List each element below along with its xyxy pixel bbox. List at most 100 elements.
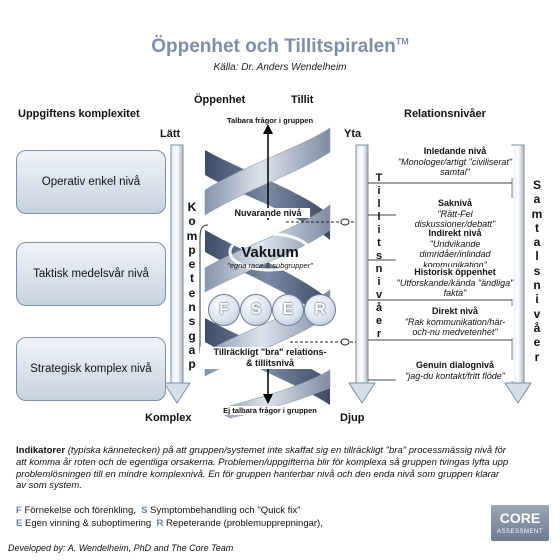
bottom-question-label: Ej talbara frågor i gruppen	[210, 406, 330, 415]
kompetensgap-letter: a	[188, 342, 196, 357]
legend-text-f: Förnekelse och förenkling,	[24, 505, 136, 516]
kompetensgap-letter: m	[186, 228, 198, 243]
legend-text-e: Egen vinning & suboptimering	[24, 518, 152, 529]
samtalsnivaer-letter: m	[531, 206, 543, 221]
top-question-label: Talbara frågor i gruppen	[210, 116, 330, 125]
relation-name: Historisk öppenhet	[414, 267, 496, 277]
relation-name: Direkt nivå	[431, 306, 479, 316]
relation-name: Indirekt nivå	[428, 228, 482, 238]
logo-sub-text: ASSESSMENT	[496, 529, 543, 535]
samtalsnivaer-letter: a	[533, 235, 541, 250]
tillitsnivaer-letter: å	[375, 302, 383, 314]
openness-header: Öppenhet	[194, 94, 246, 106]
samtalsnivaer-letter: e	[533, 335, 541, 350]
sufficient-level-label: Tillräckligt "bra" relations- & tillitsn…	[200, 347, 340, 369]
complex-label: Komplex	[145, 412, 192, 424]
complexity-arrow	[163, 144, 191, 404]
samtalsnivaer-letter: å	[533, 320, 541, 335]
legend-text-r: Repeterande (problemupprepningar),	[166, 518, 323, 529]
relation-name: Saknivå	[437, 198, 473, 208]
tillitsnivaer-letter: e	[375, 315, 383, 327]
kompetensgap-letter: p	[188, 242, 196, 257]
kompetensgap-letter: e	[188, 285, 196, 300]
kompetensgap-letter: e	[188, 257, 196, 272]
kompetensgap-letter: n	[188, 300, 196, 315]
legend-row-2: E Egen vinning & suboptimering R Repeter…	[16, 518, 323, 529]
left-header: Uppgiftens komplexitet	[18, 108, 140, 120]
samtalsnivaer-letter: S	[532, 178, 541, 192]
relation-quote: "Utforskande/kända "ändliga" fakta"	[396, 277, 514, 299]
level-box-operative: Operativ enkel nivå	[16, 150, 166, 214]
samtalsnivaer-letter: l	[535, 249, 539, 264]
tillitsnivaer-letter: l	[377, 198, 381, 210]
relation-level-1: Inledande nivå "Monologer/artigt "civili…	[396, 146, 514, 178]
legend-key-e: E	[16, 518, 23, 529]
samtalsnivaer-letter: n	[533, 278, 541, 293]
kompetensgap-letter: o	[188, 214, 196, 229]
legend-key-s: S	[141, 505, 148, 516]
tillitsnivaer-letter: i	[377, 276, 381, 288]
tillitsnivaer-label: T i l l i t s n i v å e r	[372, 172, 386, 341]
indicators-heading: Indikatorer	[16, 445, 66, 456]
samtalsnivaer-letter: i	[535, 292, 539, 307]
samtalsnivaer-letter: v	[533, 306, 541, 321]
relation-quote: "Undvikande dimridåer/inlindad kommunika…	[419, 238, 491, 270]
samtalsnivaer-letter: s	[533, 263, 541, 278]
relation-quote: "Monologer/artigt "civiliserat" samtal"	[397, 156, 513, 178]
developed-by: Developed by: A. Wendelheim, PhD and The…	[8, 543, 234, 553]
vakuum-subtitle: "egna race & subgrupper"	[227, 261, 313, 270]
relation-quote: "Rak kommunikation/här-och-nu medvetenhe…	[404, 316, 506, 338]
relation-name: Genuin dialognivå	[415, 360, 494, 370]
kompetensgap-letter: t	[190, 271, 194, 286]
tillitsnivaer-letter: l	[377, 211, 381, 223]
legend-key-f: F	[16, 505, 22, 516]
kompetensgap-label: K o m p e t e n s g a p	[185, 200, 199, 372]
sufficient-level-marker	[340, 338, 350, 346]
tillitsnivaer-letter: i	[377, 185, 381, 197]
circle-f: F	[208, 294, 240, 326]
relation-level-5: Direkt nivå "Rak kommunikation/här-och-n…	[396, 306, 514, 338]
samtalsnivaer-letter: a	[533, 192, 541, 207]
current-level-label: Nuvarande nivå	[226, 208, 310, 218]
indicators-paragraph: Indikatorer (typiska kännetecken) på att…	[16, 445, 511, 492]
deep-label: Djup	[340, 412, 365, 424]
legend-text-s: Symptombehandling och "Quick fix"	[150, 505, 301, 516]
trust-header: Tillit	[291, 94, 314, 106]
depth-arrow	[348, 144, 376, 404]
easy-label: Lätt	[160, 128, 181, 140]
core-assessment-logo: CORE ASSESSMENT	[491, 505, 549, 541]
kompetensgap-letter: p	[188, 357, 196, 372]
relation-quote: "Rätt-Fel diskussioner/debatt"	[414, 208, 496, 230]
tillitsnivaer-letter: T	[375, 172, 383, 184]
relation-level-6: Genuin dialognivå "jag-du kontakt/fritt …	[396, 360, 514, 381]
circle-e: E	[272, 294, 304, 326]
relation-level-4: Historisk öppenhet "Utforskande/kända "ä…	[396, 267, 514, 299]
samtalsnivaer-letter: t	[535, 220, 539, 235]
samtalsnivaer-label: S a m t a l s n i v å e r	[530, 178, 544, 364]
legend-key-r: R	[156, 518, 164, 529]
legend-row-1: F Förnekelse och förenkling, S Symptombe…	[16, 505, 301, 516]
vakuum-label: Vakuum	[241, 244, 299, 261]
indicators-text: (typiska kännetecken) på att gruppen/sys…	[16, 445, 509, 492]
relation-level-3: Indirekt nivå "Undvikande dimridåer/inli…	[396, 228, 514, 270]
kompetensgap-letter: g	[188, 328, 196, 343]
circle-r: R	[304, 294, 336, 326]
kompetensgap-letter: K	[187, 200, 197, 214]
tillitsnivaer-letter: i	[377, 224, 381, 236]
logo-main-text: CORE	[499, 510, 541, 526]
tillitsnivaer-letter: t	[377, 237, 381, 249]
samtalsnivaer-letter: r	[534, 349, 540, 364]
level-box-tactical: Taktisk medelsvår nivå	[16, 242, 166, 306]
tillitsnivaer-letter: n	[375, 263, 383, 275]
title-text: Öppenhet och Tillitspiralen	[151, 36, 396, 57]
relation-level-2: Saknivå "Rätt-Fel diskussioner/debatt"	[396, 198, 514, 230]
current-level-marker	[340, 218, 350, 226]
circle-s: S	[240, 294, 272, 326]
tillitsnivaer-letter: s	[375, 250, 383, 262]
surface-label: Yta	[344, 128, 362, 140]
kompetensgap-letter: s	[188, 314, 196, 329]
diagram-title: Öppenhet och TillitspiralenTM	[0, 36, 560, 58]
conversation-arrow	[504, 144, 532, 404]
tillitsnivaer-letter: r	[376, 328, 382, 340]
relation-name: Inledande nivå	[423, 146, 487, 156]
